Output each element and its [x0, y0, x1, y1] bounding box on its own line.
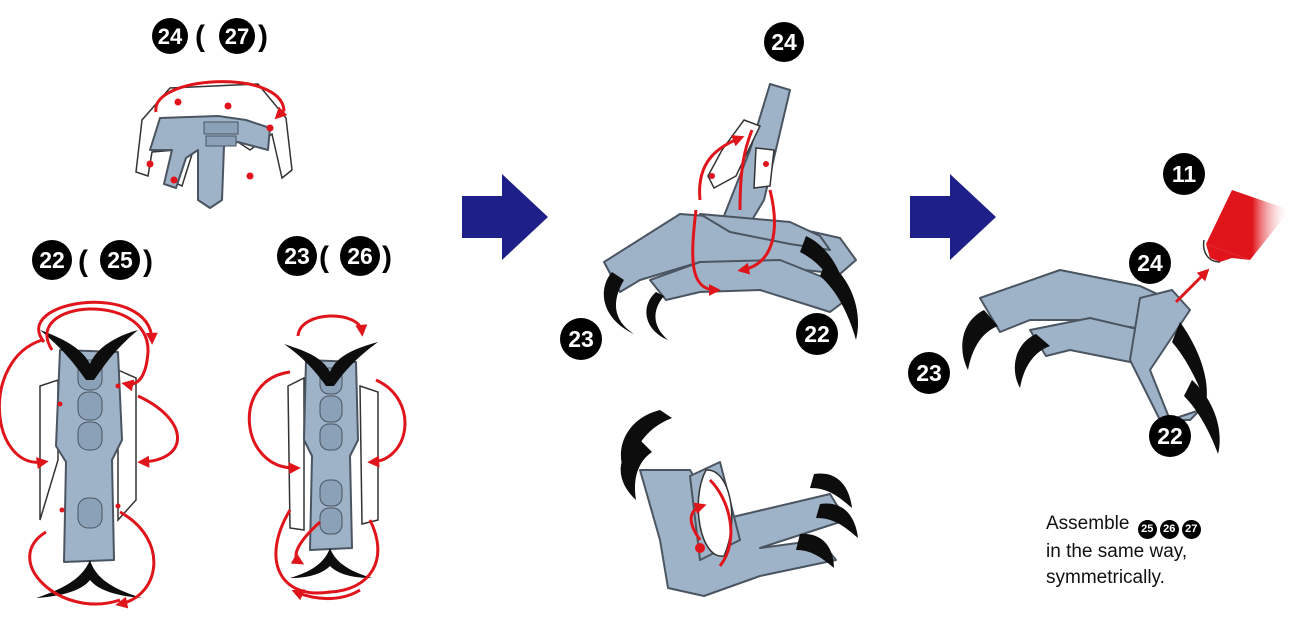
- note-prefix: Assemble: [1046, 513, 1130, 534]
- finger-net-22: [0, 300, 179, 609]
- glue-arrow: [367, 378, 407, 468]
- glue-arrow: [115, 510, 156, 609]
- note-line-3: symmetrically.: [1046, 567, 1165, 588]
- badge-22: 22: [39, 247, 65, 273]
- hand-net-part: [135, 80, 293, 209]
- badge-23: 23: [284, 243, 310, 269]
- glue-arrow: [698, 135, 745, 201]
- paren-open: (: [319, 241, 329, 274]
- paren-close: ): [382, 241, 392, 274]
- paren-close: ): [258, 20, 268, 53]
- glue-tube-icon: [1202, 190, 1290, 263]
- glue-arrow: [738, 129, 754, 211]
- finger-net-23: [247, 314, 407, 601]
- label-23-26: 23 ( 26 ): [277, 236, 392, 276]
- glue-arrow: [737, 189, 776, 275]
- paren-open: (: [195, 20, 205, 53]
- glue-arrow: [291, 588, 361, 601]
- label-22-25: 22 ( 25 ): [32, 240, 153, 280]
- glue-arrow: [290, 520, 322, 565]
- badge-24: 24: [1137, 250, 1163, 276]
- step2-labels: 24 23 22: [560, 22, 838, 360]
- badge-23: 23: [916, 360, 942, 386]
- badge-22: 22: [1157, 423, 1183, 449]
- badge-27: 27: [225, 24, 249, 49]
- glue-arrow: [45, 307, 150, 392]
- step3-assembly: [962, 190, 1290, 454]
- badge-23: 23: [568, 326, 594, 352]
- badge-22: 22: [804, 321, 830, 347]
- badge-24: 24: [771, 29, 797, 55]
- note-badge-27: 27: [1181, 520, 1201, 539]
- glue-arrow: [691, 209, 721, 296]
- step3-labels: 11 24 23 22: [908, 153, 1205, 457]
- glue-arrow: [28, 530, 121, 606]
- glue-arrow: [37, 300, 158, 345]
- glue-arrow: [247, 370, 301, 475]
- glue-arrow: [154, 80, 288, 120]
- step2-assembly: [603, 83, 859, 340]
- badge-26: 26: [347, 243, 373, 269]
- glue-arrow: [689, 502, 707, 541]
- badge-24: 24: [158, 24, 183, 49]
- paren-open: (: [78, 245, 88, 278]
- glue-arrow: [296, 314, 368, 337]
- glue-arrow: [137, 394, 179, 468]
- note-badge-26: 26: [1159, 520, 1179, 539]
- badge-25: 25: [107, 247, 133, 273]
- label-24-27: 24 ( 27 ): [152, 18, 268, 54]
- paren-close: ): [143, 245, 153, 278]
- note-badge-25: 25: [1137, 520, 1157, 539]
- badge-11: 11: [1172, 161, 1197, 187]
- glue-arrow: [0, 338, 49, 469]
- step2-underside: [620, 410, 858, 597]
- step-arrow-icon: [910, 174, 996, 260]
- glue-arrow: [708, 478, 733, 567]
- glue-arrow: [1174, 268, 1210, 304]
- step-arrow-icon: [462, 174, 548, 260]
- glue-arrow: [274, 509, 380, 595]
- note-line-2: in the same way,: [1046, 541, 1188, 562]
